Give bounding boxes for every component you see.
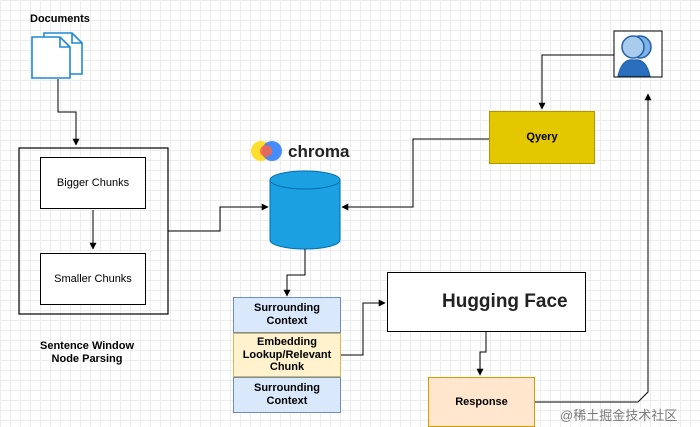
embedding-line2: Lookup/Relevant [242,348,332,361]
surrounding-context-top: Surrounding Context [233,297,341,333]
parsing-caption-line2: Node Parsing [51,353,123,366]
embedding-lookup-chunk: Embedding Lookup/Relevant Chunk [233,333,341,377]
embedding-line3: Chunk [269,361,305,374]
bigger-chunks-label: Bigger Chunks [56,176,130,189]
parsing-caption-line1: Sentence Window [39,340,135,352]
chroma-logo-icon [251,141,282,161]
edge-chroma-to-context [283,249,306,297]
embedding-line1: Embedding [257,336,317,349]
parsing-caption: Sentence Window Node Parsing [34,340,140,366]
response-label: Response [455,395,508,408]
documents-label: Documents [30,13,90,25]
chroma-database-cylinder [269,170,341,250]
watermark-text: @稀土掘金技术社区 [560,408,678,423]
hugging-face-box: Hugging Face [387,272,586,332]
edge-parsing-to-chroma [168,203,269,232]
user-icon [613,30,663,78]
edge-response-to-user [535,93,652,403]
edge-user-to-query [538,54,614,110]
surrounding-context-top-line2: Context [266,315,308,327]
bigger-chunks-box: Bigger Chunks [40,157,146,209]
query-box: Qyery [489,111,595,164]
response-box: Response [428,377,535,427]
edge-query-to-chroma [341,138,489,211]
smaller-chunks-label: Smaller Chunks [54,272,132,285]
chroma-label: chroma [288,142,350,161]
surrounding-context-top-line1: Surrounding [254,302,320,315]
surrounding-context-bottom-line1: Surrounding [254,382,320,395]
edge-huggingface-to-response [476,332,487,376]
documents-icon [31,32,83,79]
edge-documents-to-parsing [57,79,80,146]
surrounding-context-bottom: Surrounding Context [233,377,341,413]
edge-embedding-to-huggingface [341,299,386,356]
surrounding-context-bottom-line2: Context [266,395,308,407]
query-label: Qyery [526,131,558,144]
smaller-chunks-box: Smaller Chunks [40,253,146,305]
hugging-face-label: Hugging Face [442,291,568,313]
